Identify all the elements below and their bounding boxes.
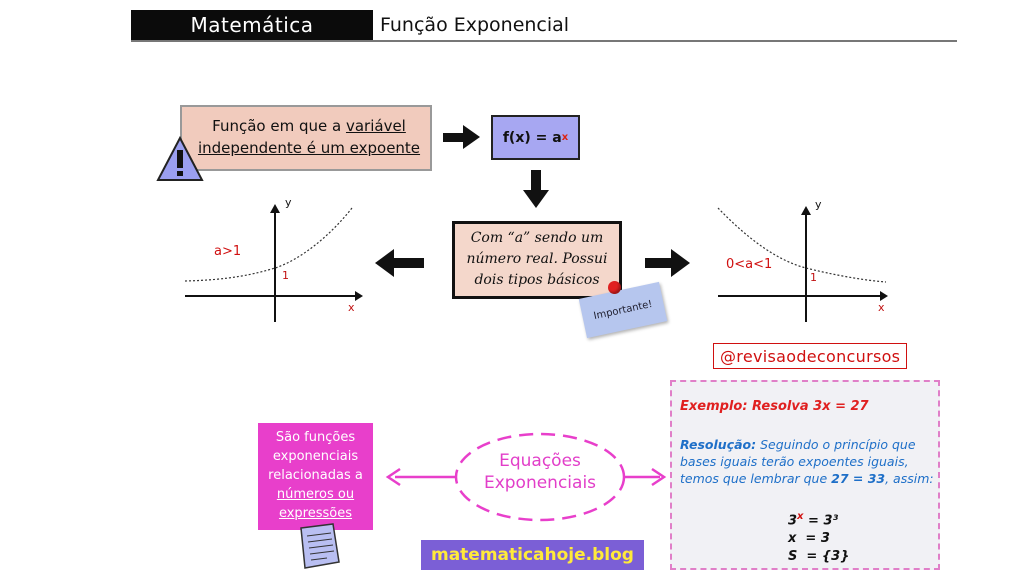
oval-text: Equações Exponenciais xyxy=(470,450,610,494)
header-divider xyxy=(131,40,957,42)
graph-right-intercept: 1 xyxy=(810,271,817,284)
step1-rhs: = 3³ xyxy=(803,513,839,529)
definition-line2: independente é um expoente xyxy=(197,139,421,157)
pink-line: expressões xyxy=(278,506,353,521)
center-text: Com “a” sendo um número real. Possui doi… xyxy=(466,230,608,288)
pink-box-text: São funções exponenciais relacionadas a … xyxy=(258,428,373,523)
graph-right-y-label: y xyxy=(815,198,822,211)
header-topic: Função Exponencial xyxy=(380,14,570,36)
oval-line2: Exponenciais xyxy=(483,473,597,493)
graph-left-condition: a>1 xyxy=(214,244,242,259)
example-title: Exemplo: Resolva 3x = 27 xyxy=(680,399,869,414)
example-math: 3x = 3³ x = 3 S = {3} xyxy=(788,508,849,566)
pink-line: exponenciais xyxy=(272,449,359,464)
graph-right-x-label: x xyxy=(878,301,885,314)
resolution-text-2: , assim: xyxy=(885,471,934,486)
arrow-right-icon xyxy=(443,125,480,149)
step1-exponent: x xyxy=(797,511,804,522)
pink-line: números ou xyxy=(276,487,355,502)
graph-left-y-label: y xyxy=(285,196,292,209)
arrow-down-icon xyxy=(523,170,549,208)
resolution-text-1: Seguindo o princípio que bases iguais te… xyxy=(680,437,916,486)
graph-left-intercept: 1 xyxy=(282,269,289,282)
pink-line: São funções xyxy=(275,430,356,445)
arrow-left-icon xyxy=(375,249,424,277)
formula-exponent: x xyxy=(561,132,569,143)
warning-icon xyxy=(156,136,204,181)
definition-box xyxy=(180,105,432,171)
pin-icon xyxy=(608,281,621,294)
pink-box xyxy=(258,423,373,530)
resolution-bold: 27 = 33 xyxy=(831,471,886,486)
graph-left-axes xyxy=(185,204,363,322)
header-subject: Matemática xyxy=(190,13,314,37)
step1-base: 3 xyxy=(788,513,798,529)
resolution-label: Resolução: xyxy=(680,437,757,452)
graph-right-condition: 0<a<1 xyxy=(726,257,773,272)
math-step-3: S = {3} xyxy=(788,549,850,565)
math-step-2: x = 3 xyxy=(788,531,830,547)
blog-badge: matematicahoje.blog xyxy=(421,540,644,570)
header-subject-bar xyxy=(131,10,373,40)
arrow-right-icon xyxy=(645,249,690,277)
pink-line: relacionadas a xyxy=(268,468,363,483)
social-handle: @revisaodeconcursos xyxy=(713,343,908,369)
document-icon xyxy=(300,523,340,569)
definition-line1-prefix: Função em que a xyxy=(212,117,346,135)
example-box xyxy=(670,380,940,570)
definition-text: Função em que a variável independente é … xyxy=(190,115,428,159)
oval-line1: Equações xyxy=(499,451,581,471)
graph-left-x-label: x xyxy=(348,301,355,314)
example-resolution: Resolução: Seguindo o princípio que base… xyxy=(680,436,938,487)
math-step-1: 3x = 3³ xyxy=(788,508,849,530)
definition-line1-underlined: variável xyxy=(345,117,406,135)
formula-base: f(x) = a xyxy=(502,129,562,146)
center-box xyxy=(452,221,622,299)
graph-left-curve xyxy=(184,207,353,282)
